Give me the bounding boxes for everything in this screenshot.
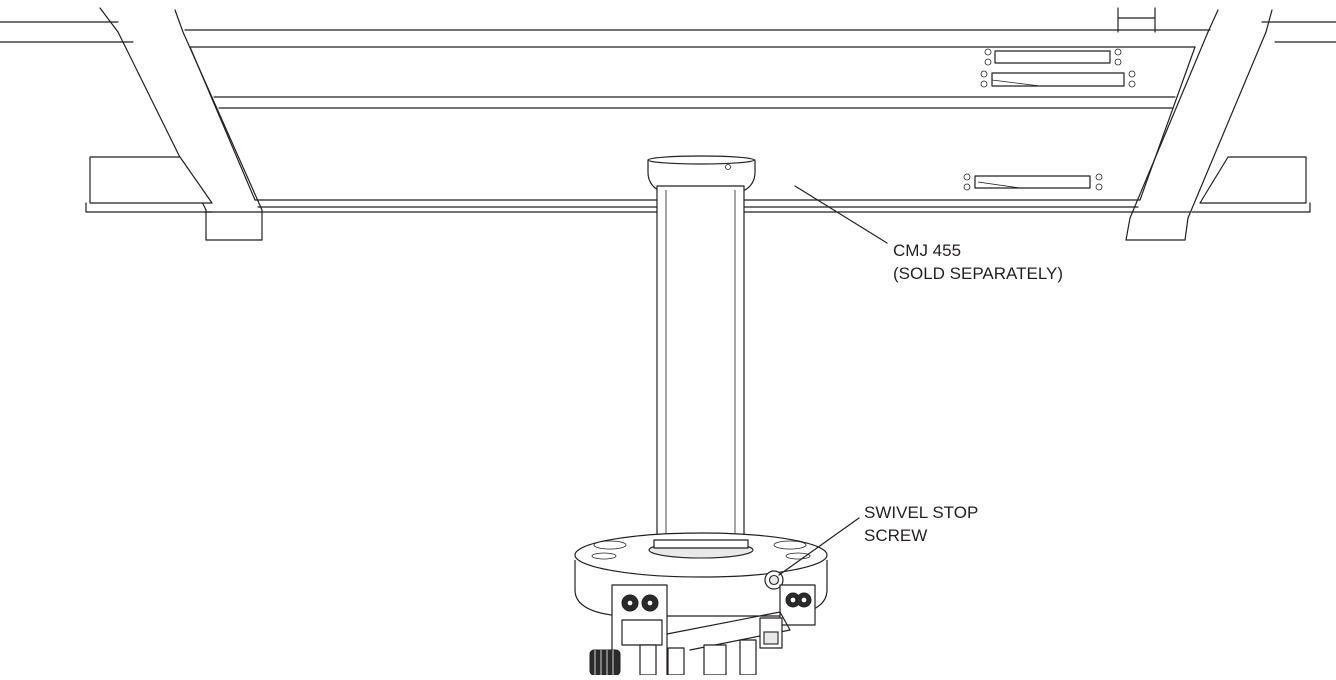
plate-slot [984,48,1122,66]
plate-slot [980,70,1136,88]
extension-column [647,155,756,549]
plate-slot [963,173,1103,191]
cmj455-callout-title: CMJ 455 [893,241,962,260]
swivel-stop-leader-line [778,517,860,576]
ceiling-grid [0,7,1336,241]
swivel-stop-callout-line2: SCREW [864,526,928,545]
cmj455-leader-line [794,185,888,244]
ceiling-plate [184,29,1211,213]
swivel-stop-callout-line1: SWIVEL STOP [864,503,979,522]
adjustment-knob [589,649,621,676]
projector-mount [574,532,828,680]
cmj455-callout-note: (SOLD SEPARATELY) [893,264,1064,283]
ceiling-side-boxes [85,156,1311,213]
